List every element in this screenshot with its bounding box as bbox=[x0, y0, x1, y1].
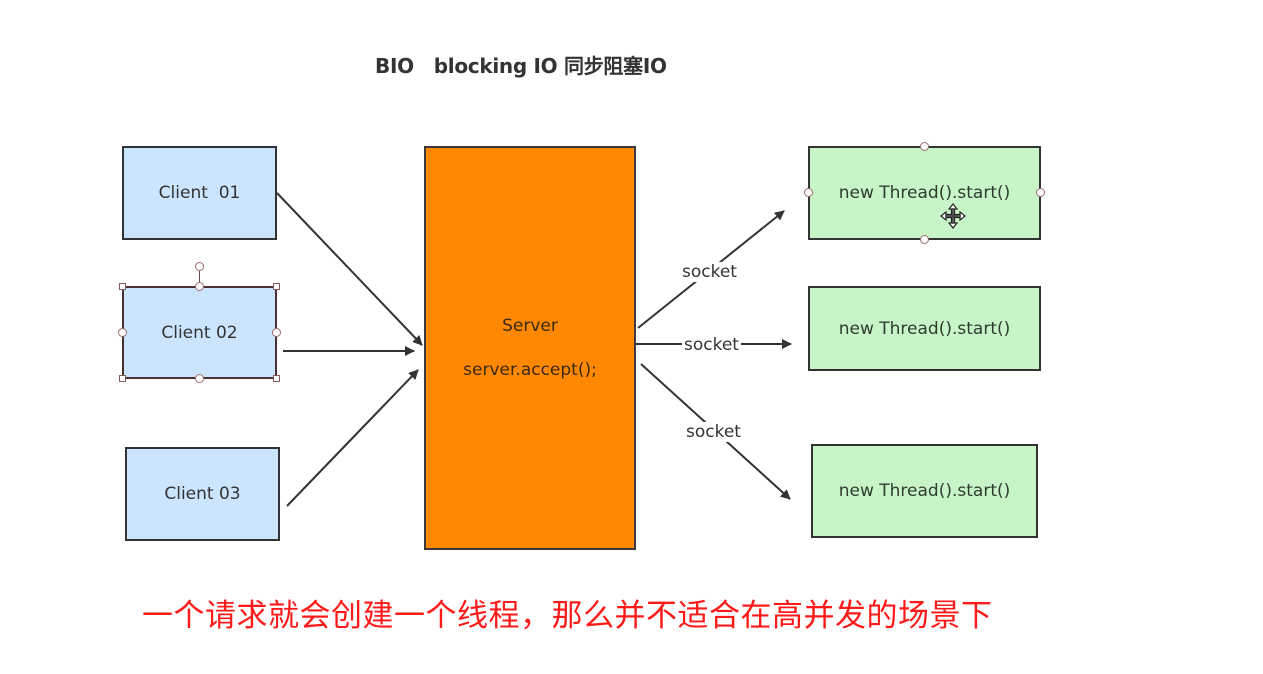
thread-2-label: new Thread().start() bbox=[838, 318, 1011, 339]
thread-3-box[interactable]: new Thread().start() bbox=[811, 444, 1038, 538]
client-02-box[interactable]: Client 02 bbox=[122, 286, 277, 379]
connect-handle-right[interactable] bbox=[272, 328, 281, 337]
connect-handle-top[interactable] bbox=[195, 282, 204, 291]
move-cursor-icon bbox=[940, 203, 966, 229]
client-02-label: Client 02 bbox=[161, 322, 238, 343]
connect-handle-left[interactable] bbox=[118, 328, 127, 337]
resize-handle-sw[interactable] bbox=[119, 375, 126, 382]
thread1-connect-right[interactable] bbox=[1036, 188, 1045, 197]
thread1-connect-bottom[interactable] bbox=[920, 235, 929, 244]
arrow-client01-to-server[interactable] bbox=[276, 192, 423, 346]
socket-label-3: socket bbox=[684, 422, 743, 442]
thread-1-label: new Thread().start() bbox=[838, 183, 1011, 203]
server-label: Server bbox=[502, 316, 558, 336]
rotate-handle[interactable] bbox=[195, 262, 204, 271]
thread-2-box[interactable]: new Thread().start() bbox=[808, 286, 1041, 371]
client-03-box[interactable]: Client 03 bbox=[125, 447, 280, 541]
thread1-connect-left[interactable] bbox=[804, 188, 813, 197]
rotate-handle-stem bbox=[199, 271, 200, 287]
thread1-connect-top[interactable] bbox=[920, 142, 929, 151]
resize-handle-ne[interactable] bbox=[273, 283, 280, 290]
resize-handle-se[interactable] bbox=[273, 375, 280, 382]
connect-handle-bottom[interactable] bbox=[195, 374, 204, 383]
resize-handle-nw[interactable] bbox=[119, 283, 126, 290]
thread-3-label: new Thread().start() bbox=[838, 481, 1011, 501]
client-03-label: Client 03 bbox=[164, 484, 241, 504]
socket-label-2: socket bbox=[682, 335, 741, 355]
server-box[interactable]: Server server.accept(); bbox=[424, 146, 636, 550]
server-accept-code: server.accept(); bbox=[463, 360, 597, 380]
socket-label-1: socket bbox=[680, 262, 739, 282]
thread-1-box[interactable]: new Thread().start() bbox=[808, 146, 1041, 240]
conclusion-note: 一个请求就会创建一个线程，那么并不适合在高并发的场景下 bbox=[142, 598, 993, 634]
diagram-title: BIO blocking IO 同步阻塞IO bbox=[375, 54, 667, 78]
arrow-client03-to-server[interactable] bbox=[286, 369, 419, 507]
client-01-box[interactable]: Client 01 bbox=[122, 146, 277, 240]
client-01-label: Client 01 bbox=[158, 183, 241, 203]
